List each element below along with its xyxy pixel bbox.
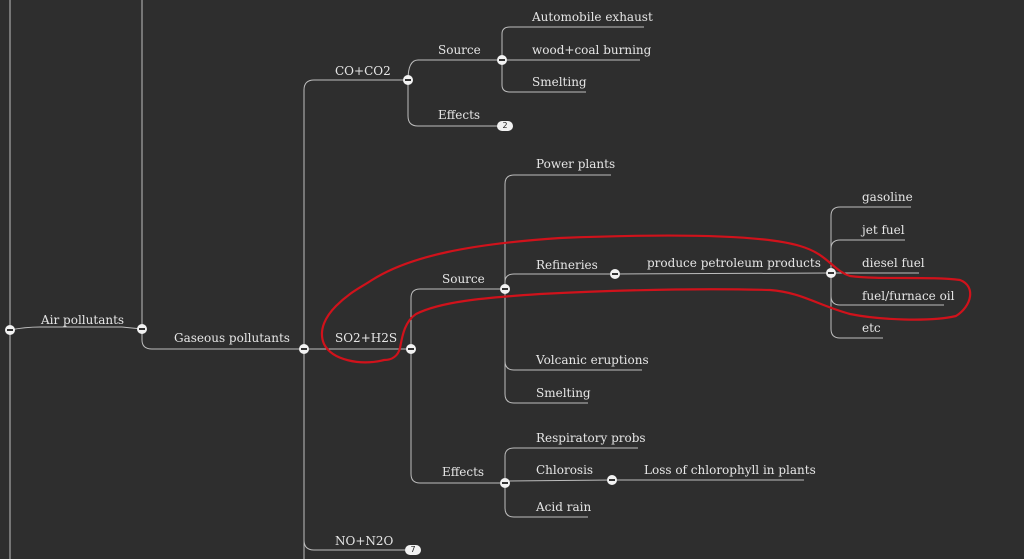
node-wood-coal-burning[interactable]: wood+coal burning	[532, 43, 652, 57]
node-loss-chlorophyll[interactable]: Loss of chlorophyll in plants	[644, 463, 816, 477]
node-no-n2o[interactable]: NO+N2O	[335, 534, 394, 548]
collapse-toggle-icon[interactable]	[500, 478, 510, 488]
node-co-effects[interactable]: Effects	[438, 108, 481, 122]
gaseous-branch-line	[141, 0, 304, 350]
node-fuel-furnace-oil[interactable]: fuel/furnace oil	[862, 289, 955, 303]
no-branch-line	[303, 539, 412, 551]
node-acid-rain[interactable]: Acid rain	[536, 500, 592, 514]
node-co-source[interactable]: Source	[438, 43, 481, 57]
red-annotation-outline	[320, 234, 972, 364]
node-gaseous-pollutants[interactable]: Gaseous pollutants	[174, 331, 290, 345]
node-smelting[interactable]: Smelting	[536, 386, 591, 400]
collapse-toggle-icon[interactable]	[610, 269, 620, 279]
co-branch-line	[303, 79, 404, 559]
node-jet-fuel[interactable]: jet fuel	[862, 223, 905, 237]
collapse-toggle-icon[interactable]	[607, 475, 617, 485]
node-produce-petroleum[interactable]: produce petroleum products	[647, 256, 821, 270]
collapse-toggle-icon[interactable]	[299, 344, 309, 354]
collapsed-count-badge[interactable]: 2	[497, 121, 513, 131]
node-co-co2[interactable]: CO+CO2	[335, 64, 391, 78]
node-chlorosis[interactable]: Chlorosis	[536, 463, 594, 477]
collapse-toggle-icon[interactable]	[500, 284, 510, 294]
air-pollutants-line	[9, 326, 122, 331]
node-diesel-fuel[interactable]: diesel fuel	[862, 256, 925, 270]
node-automobile-exhaust[interactable]: Automobile exhaust	[532, 10, 653, 24]
node-etc[interactable]: etc	[862, 321, 881, 335]
node-gasoline[interactable]: gasoline	[862, 190, 913, 204]
collapse-toggle-icon[interactable]	[403, 75, 413, 85]
collapse-toggle-icon[interactable]	[137, 324, 147, 334]
collapse-toggle-icon[interactable]	[5, 325, 15, 335]
node-so2-h2s[interactable]: SO2+H2S	[335, 331, 398, 345]
node-respiratory[interactable]: Respiratory probs	[536, 431, 646, 445]
node-refineries[interactable]: Refineries	[536, 258, 598, 272]
node-so2-effects[interactable]: Effects	[442, 465, 485, 479]
node-so2-source[interactable]: Source	[442, 272, 485, 286]
node-volcanic-eruptions[interactable]: Volcanic eruptions	[536, 353, 649, 367]
collapse-toggle-icon[interactable]	[406, 344, 416, 354]
node-smelting[interactable]: Smelting	[532, 75, 587, 89]
node-air-pollutants[interactable]: Air pollutants	[41, 313, 125, 327]
collapse-toggle-icon[interactable]	[497, 55, 507, 65]
node-power-plants[interactable]: Power plants	[536, 157, 616, 171]
collapse-toggle-icon[interactable]	[826, 268, 836, 278]
collapsed-count-badge[interactable]: 7	[405, 545, 421, 555]
